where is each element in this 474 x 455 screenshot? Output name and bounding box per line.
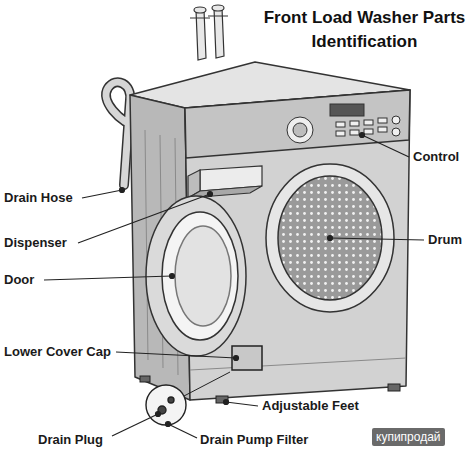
washer-body xyxy=(130,62,410,400)
part-label: Lower Cover Cap xyxy=(4,344,111,360)
diagram-title: Front Load Washer Parts Identification xyxy=(262,6,467,54)
part-label: Control xyxy=(413,149,459,165)
watermark: купипродай xyxy=(372,428,445,446)
part-label: Dispenser xyxy=(4,235,67,251)
part-label: Drain Pump Filter xyxy=(200,432,308,448)
part-label: Door xyxy=(4,272,34,288)
part-label: Drain Plug xyxy=(38,432,103,448)
part-label: Adjustable Feet xyxy=(262,398,359,414)
dispenser-drawer xyxy=(188,166,262,198)
part-label: Drain Hose xyxy=(4,190,73,206)
lower-cover-cap xyxy=(232,346,262,370)
drain-plug-callout xyxy=(146,372,230,425)
inlet-hoses xyxy=(190,5,228,60)
drum xyxy=(266,164,394,312)
leader-lines xyxy=(44,133,424,439)
control-panel xyxy=(287,104,400,143)
part-label: Drum xyxy=(428,232,462,248)
